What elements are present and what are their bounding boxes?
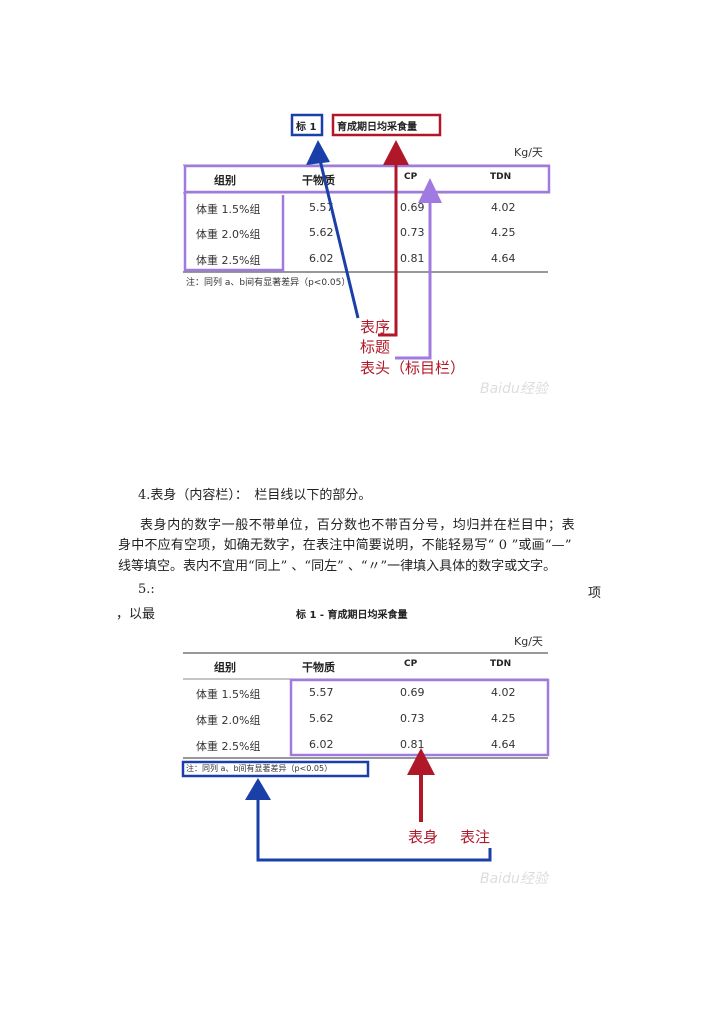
unit-label: Kg/天 (514, 146, 543, 159)
table-number-box (290, 113, 324, 137)
header-cell: 组别 (214, 174, 236, 187)
annotation-header: 表头（标目栏） (360, 359, 466, 377)
annotation-table-number: 表序 (360, 318, 391, 336)
arrow-up-icon (407, 748, 435, 775)
cell: 0.69 (400, 686, 425, 699)
cell: 0.69 (400, 201, 425, 214)
paragraph-continuation: ，以最 (116, 607, 156, 622)
title-box (331, 113, 442, 137)
paragraph-line: 表身内的数字一般不带单位，百分数也不带百分号，均归并在栏目中；表 (140, 518, 576, 533)
annotation-body: 表身 (408, 828, 439, 846)
paragraph-line: 身中不应有空项，如确无数字，在表注中简要说明，不能轻易写“ 0 ”或画“—” (118, 538, 572, 553)
cell: 体重 2.0%组 (196, 228, 261, 241)
cell: 6.02 (309, 738, 334, 751)
annotation-note: 表注 (460, 828, 491, 846)
cell: 5.62 (309, 226, 334, 239)
table-number: 标 1 (296, 122, 317, 133)
cell: 4.64 (491, 738, 516, 751)
cell: 体重 2.5%组 (196, 254, 261, 267)
header-box (183, 164, 551, 194)
section-heading-5-end: 项 (588, 586, 602, 601)
arrow-up-icon (383, 140, 409, 165)
cell: 体重 1.5%组 (196, 688, 261, 701)
header-cell: TDN (490, 172, 512, 182)
cell: 5.57 (309, 686, 334, 699)
header-cell: TDN (490, 659, 512, 669)
arrow-up-icon (306, 140, 330, 165)
header-cell: CP (404, 659, 418, 669)
watermark: Baidu经验 (480, 381, 548, 397)
header-cell: CP (404, 172, 418, 182)
arrow-up-icon (245, 778, 271, 800)
cell: 0.73 (400, 226, 425, 239)
cell: 5.62 (309, 712, 334, 725)
cell: 4.25 (491, 712, 516, 725)
annotation-title: 标题 (360, 338, 391, 356)
table-note: 注：同列 a、b间有显著差异（p<0.05） (186, 764, 333, 773)
cell: 6.02 (309, 252, 334, 265)
cell: 4.02 (491, 686, 516, 699)
header-cell: 组别 (214, 661, 236, 674)
cell: 4.02 (491, 201, 516, 214)
watermark: Baidu经验 (480, 871, 548, 887)
section-heading-4: 4.表身（内容栏）： 栏目线以下的部分。 (138, 488, 372, 503)
cell: 体重 2.5%组 (196, 740, 261, 753)
unit-label: Kg/天 (514, 635, 543, 648)
cell: 4.25 (491, 226, 516, 239)
table-caption: 标 1 - 育成期日均采食量 (296, 610, 408, 621)
cell: 体重 2.0%组 (196, 714, 261, 727)
cell: 0.73 (400, 712, 425, 725)
table-note: 注：同列 a、b间有显著差异（p<0.05） (186, 278, 351, 288)
arrow-up-icon (418, 178, 442, 203)
section-heading-5: 5.: (138, 582, 155, 597)
cell: 5.57 (309, 201, 334, 214)
paragraph-line: 线等填空。表内不宜用“同上” 、“同左” 、“〃”一律填入具体的数字或文字。 (118, 559, 557, 574)
cell: 0.81 (400, 738, 425, 751)
cell: 0.81 (400, 252, 425, 265)
note-box (181, 760, 370, 778)
cell: 体重 1.5%组 (196, 203, 261, 216)
table-title: 育成期日均采食量 (337, 122, 417, 133)
cell: 4.64 (491, 252, 516, 265)
header-cell: 干物质 (302, 661, 335, 674)
